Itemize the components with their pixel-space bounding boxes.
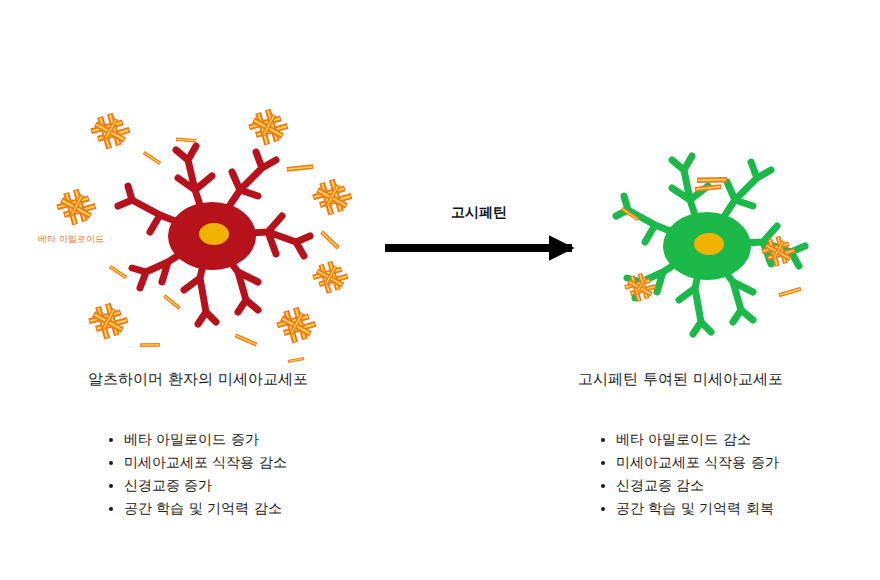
edge-label: 고시페틴 (448, 204, 510, 222)
nucleus (694, 233, 724, 255)
bullet-item: 베타 아밀로이드 감소 (616, 428, 779, 451)
cell-body (168, 202, 256, 270)
bullet-list: 베타 아밀로이드 증가미세아교세포 식작용 감소신경교증 증가공간 학습 및 기… (102, 428, 287, 520)
cell-panel: 고시페틴 투여된 미세아교세포베타 아밀로이드 감소미세아교세포 식작용 증가신… (572, 100, 862, 530)
nucleus (199, 223, 229, 245)
panel-heading: 고시페틴 투여된 미세아교세포 (578, 370, 783, 389)
bullet-item: 미세아교세포 식작용 증가 (616, 451, 779, 474)
bullet-item: 공간 학습 및 기억력 회복 (616, 497, 779, 520)
arrow-connector (385, 244, 572, 252)
bullet-item: 공간 학습 및 기억력 감소 (124, 497, 287, 520)
cell-body (663, 212, 751, 280)
microglia-green (616, 156, 805, 334)
beta-amyloid (620, 173, 801, 302)
amyloid-label: 베타 아밀로이드 (38, 233, 104, 246)
bullet-item: 신경교증 감소 (616, 474, 779, 497)
bullet-item: 신경교증 증가 (124, 474, 287, 497)
bullet-item: 베타 아밀로이드 증가 (124, 428, 287, 451)
bullet-list: 베타 아밀로이드 감소미세아교세포 식작용 증가신경교증 감소공간 학습 및 기… (594, 428, 779, 520)
cell-panel: 알츠하이머 환자의 미세아교세포베타 아밀로이드 증가미세아교세포 식작용 감소… (60, 100, 385, 530)
microglia-red (118, 146, 310, 324)
bullet-item: 미세아교세포 식작용 감소 (124, 451, 287, 474)
panel-heading: 알츠하이머 환자의 미세아교세포 (88, 370, 308, 389)
